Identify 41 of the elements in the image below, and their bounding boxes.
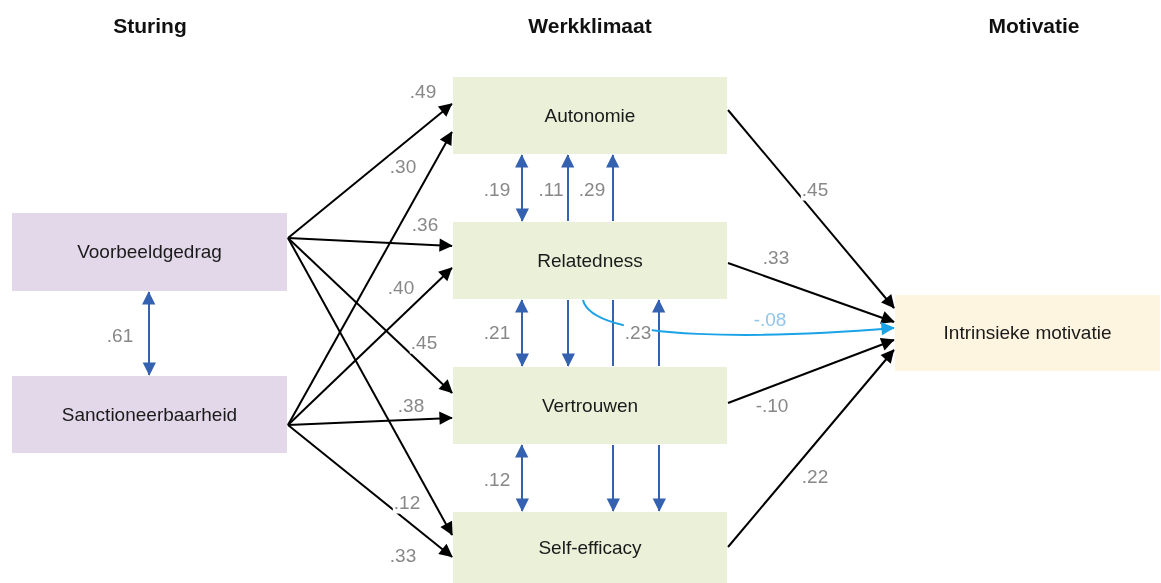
arrow — [606, 444, 620, 512]
arrow — [515, 154, 529, 222]
variable-name: Self-efficacy — [538, 536, 642, 559]
arrow — [652, 299, 666, 367]
variable-box — [12, 213, 287, 291]
arrow — [287, 411, 453, 426]
variable-name: Sanctioneerbaarheid — [61, 403, 238, 426]
variable-box — [453, 512, 727, 583]
arrow — [142, 291, 156, 376]
arrow — [287, 424, 453, 558]
arrow — [606, 154, 620, 222]
arrow — [515, 444, 529, 512]
arrow — [287, 237, 453, 394]
arrow — [727, 262, 895, 324]
variable-name: Autonomie — [544, 104, 636, 127]
variable-name: Relatedness — [537, 249, 643, 272]
arrow — [582, 299, 895, 336]
column-heading: Motivatie — [988, 14, 1080, 38]
arrow — [727, 337, 895, 404]
variable-name: Vertrouwen — [541, 394, 639, 417]
variable-box — [895, 295, 1160, 371]
variable-name: Voorbeeldgedrag — [77, 241, 222, 263]
arrow — [287, 237, 453, 536]
arrow — [287, 103, 453, 239]
connector-line — [612, 299, 614, 367]
arrow — [287, 131, 453, 426]
arrow — [561, 154, 575, 222]
column-heading: Sturing — [113, 14, 187, 38]
variable-box — [453, 367, 727, 444]
variable-box — [453, 222, 727, 299]
variable-name: Intrinsieke motivatie — [943, 322, 1112, 344]
arrow — [561, 299, 575, 367]
arrow — [515, 299, 529, 367]
arrow — [652, 444, 666, 512]
column-heading: Werkklimaat — [528, 14, 652, 38]
variable-box — [12, 376, 287, 453]
variable-box — [453, 77, 727, 154]
arrow — [287, 237, 453, 252]
arrow — [287, 267, 453, 426]
arrow — [727, 349, 895, 548]
arrow — [727, 109, 895, 309]
